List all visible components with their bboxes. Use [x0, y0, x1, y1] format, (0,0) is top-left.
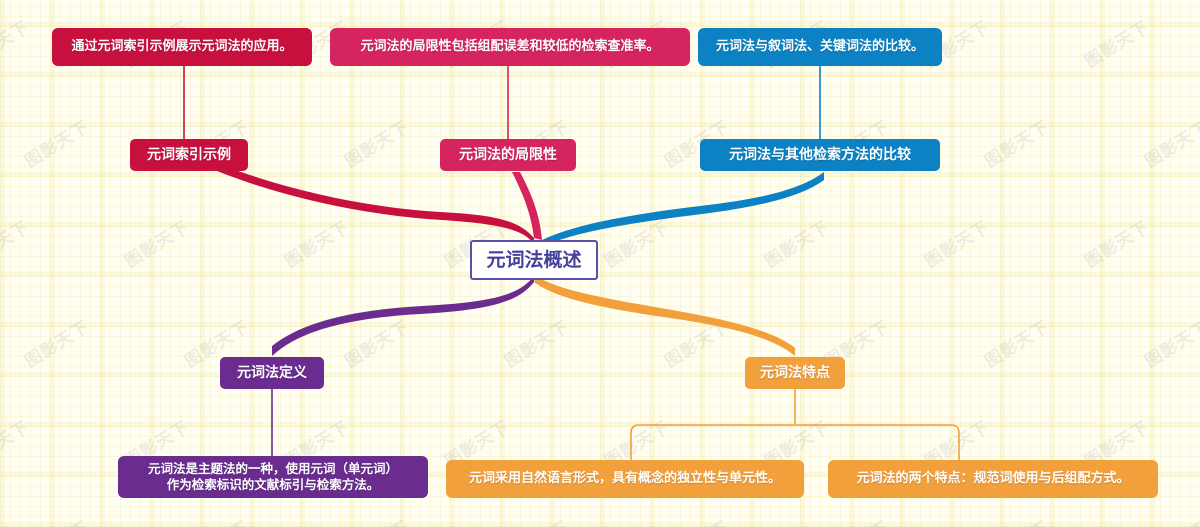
leaf-limitations-detail[interactable]: 元词法的局限性包括组配误差和较低的检索查准率。	[330, 28, 690, 66]
leaf-index-example-application[interactable]: 通过元词索引示例展示元词法的应用。	[52, 28, 312, 66]
leaf-features-natural-language[interactable]: 元词采用自然语言形式，具有概念的独立性与单元性。	[446, 460, 804, 498]
branch-path-features	[534, 276, 795, 356]
node-definition[interactable]: 元词法定义	[220, 357, 324, 389]
leaf-comparison-detail[interactable]: 元词法与叙词法、关键词法的比较。	[698, 28, 942, 66]
branch-path-definition	[272, 276, 534, 356]
leaf-definition-detail[interactable]: 元词法是主题法的一种，使用元词（单元词） 作为检索标识的文献标引与检索方法。	[118, 456, 428, 498]
node-limitations[interactable]: 元词法的局限性	[440, 139, 576, 171]
node-index-example[interactable]: 元词索引示例	[130, 139, 248, 171]
branch-path-comparison	[534, 172, 824, 250]
root-node[interactable]: 元词法概述	[470, 240, 598, 280]
leaf-features-two-points[interactable]: 元词法的两个特点：规范词使用与后组配方式。	[828, 460, 1158, 498]
branch-path-limitations	[512, 172, 542, 240]
node-comparison[interactable]: 元词法与其他检索方法的比较	[700, 139, 940, 171]
bracket-features	[630, 424, 960, 460]
node-features[interactable]: 元词法特点	[745, 357, 845, 389]
